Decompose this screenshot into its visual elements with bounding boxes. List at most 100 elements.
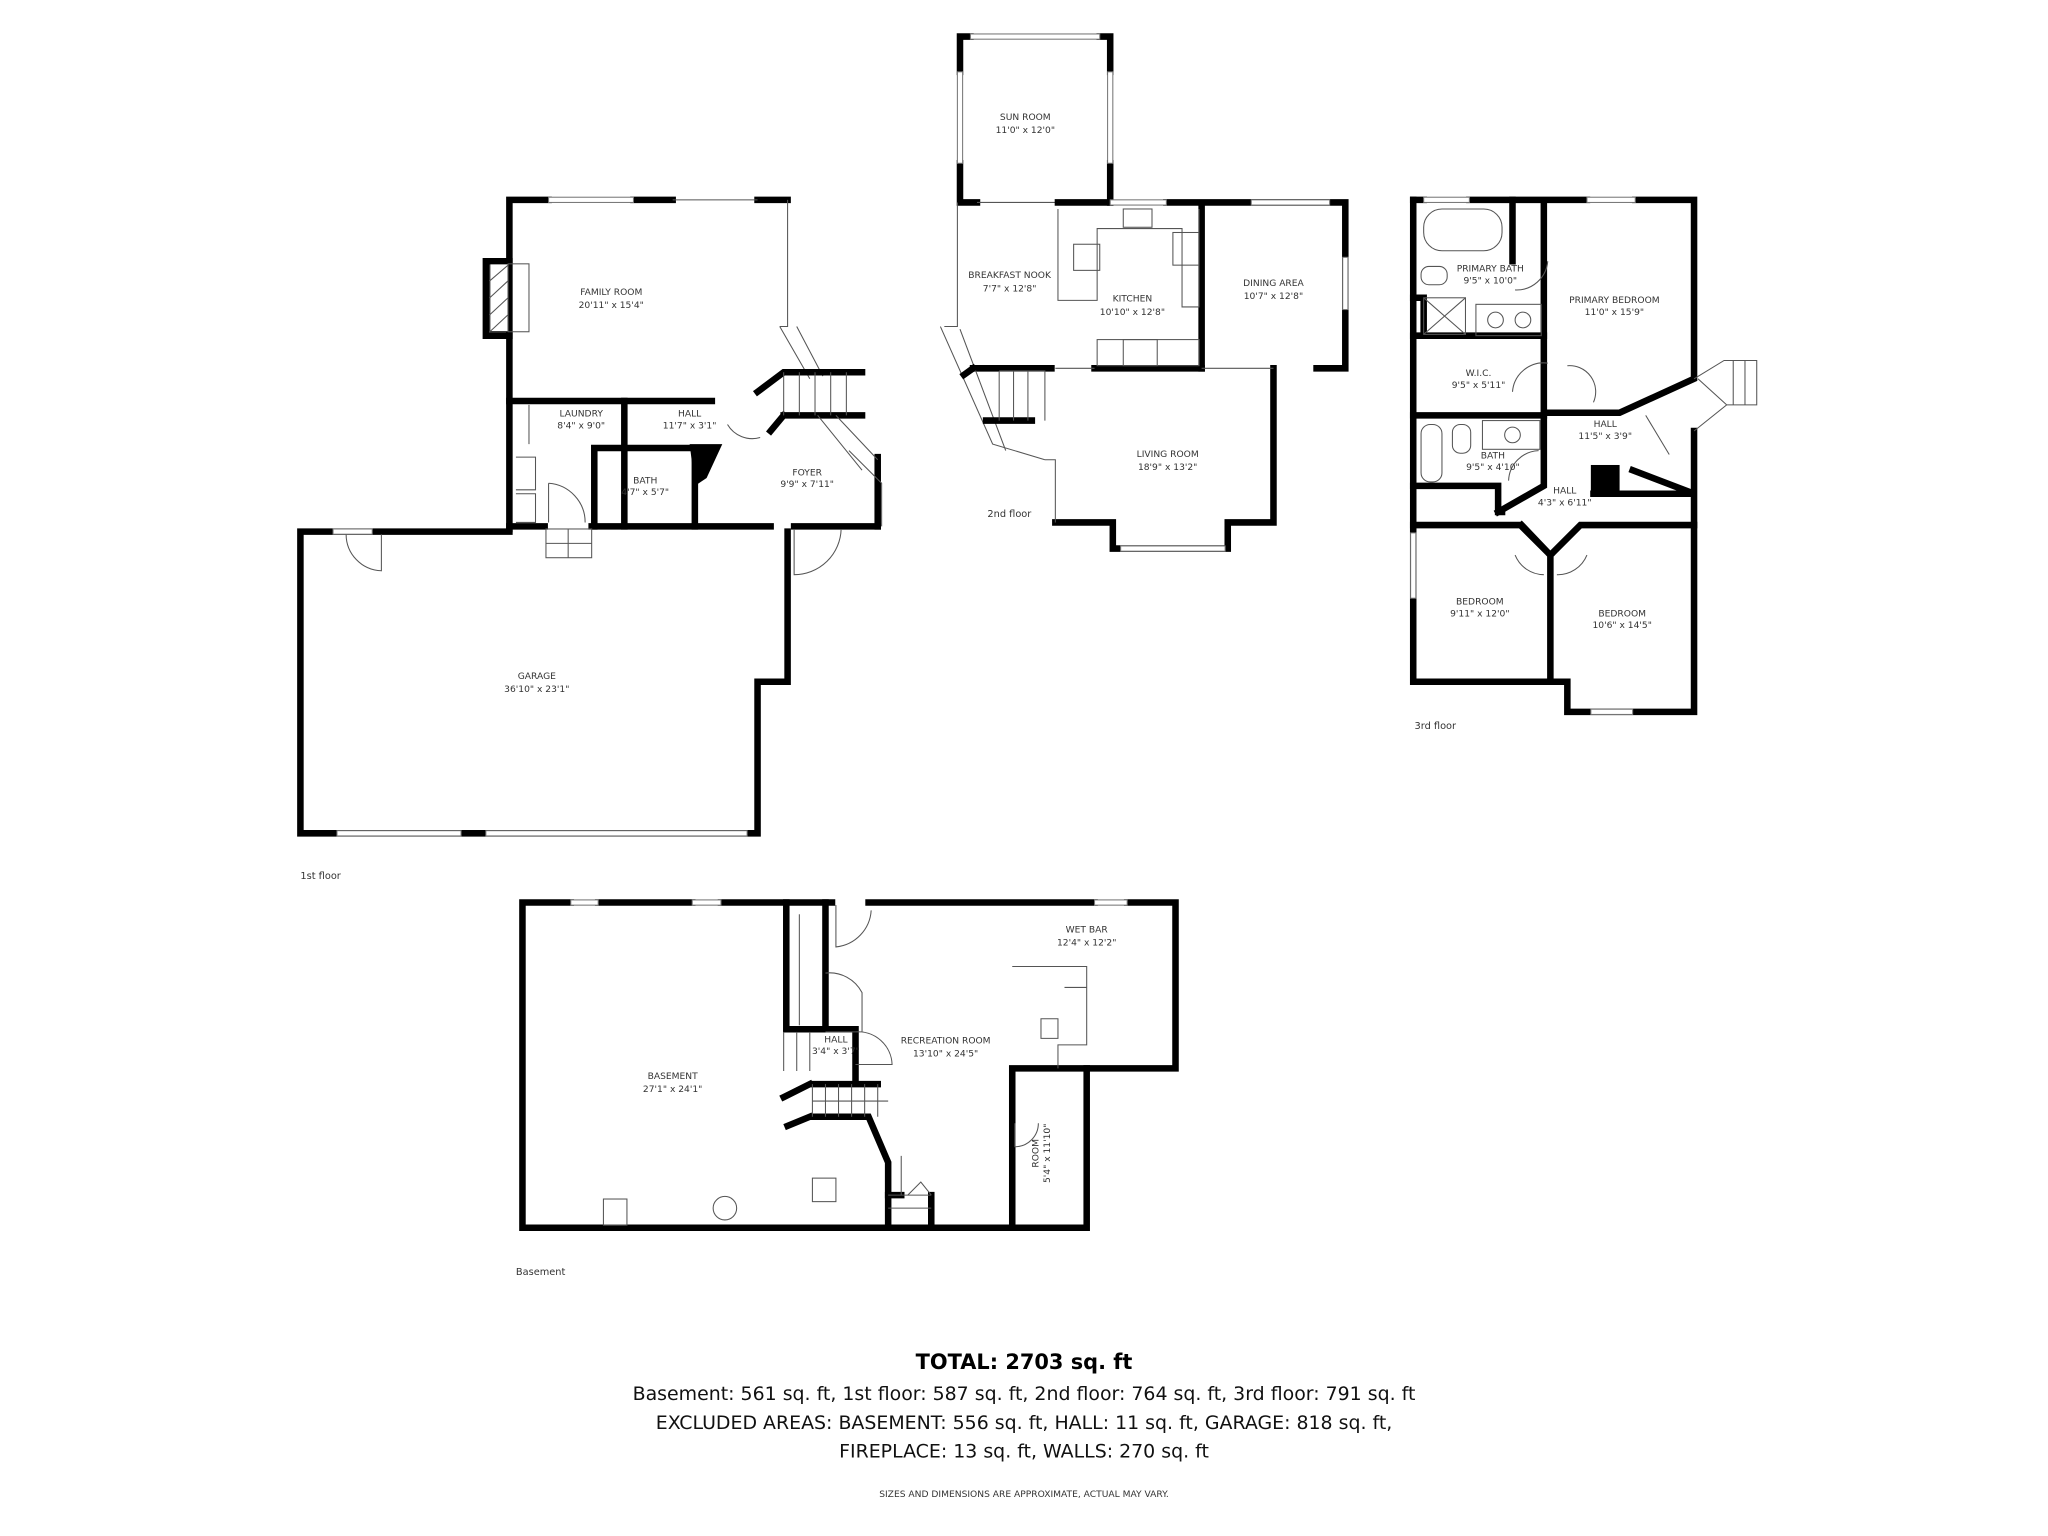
- room-dimensions: 4'3" x 6'11": [1538, 498, 1592, 508]
- room-dimensions: 11'5" x 3'9": [1578, 432, 1632, 442]
- room-label-room: ROOM 5'4" x 11'10": [1031, 1124, 1053, 1183]
- room-label-garage: GARAGE 36'10" x 23'1": [504, 672, 569, 695]
- room-name: FAMILY ROOM: [580, 288, 642, 298]
- room-dimensions: 11'0" x 12'0": [996, 126, 1055, 136]
- floor-2nd: SUN ROOM 11'0" x 12'0" BREAKFAST NOOK 7'…: [939, 33, 1349, 552]
- room-name: RECREATION ROOM: [901, 1037, 991, 1047]
- disclaimer: SIZES AND DIMENSIONS ARE APPROXIMATE, AC…: [879, 1490, 1169, 1500]
- area-summary: TOTAL: 2703 sq. ft Basement: 561 sq. ft,…: [633, 1350, 1416, 1500]
- room-dimensions: 5'4" x 11'10": [1043, 1124, 1053, 1183]
- total-area: TOTAL: 2703 sq. ft: [916, 1350, 1133, 1374]
- room-dimensions: 9'9" x 7'11": [780, 480, 834, 490]
- room-name: BATH: [633, 476, 657, 486]
- room-label-bath: BATH 9'5" x 4'10": [1466, 451, 1520, 473]
- room-name: LAUNDRY: [560, 410, 604, 420]
- room-dimensions: 18'9" x 13'2": [1138, 463, 1197, 473]
- room-dimensions: 20'11" x 15'4": [579, 301, 644, 311]
- room-label-primary-bedroom: PRIMARY BEDROOM 11'0" x 15'9": [1569, 296, 1660, 318]
- room-dimensions: 12'4" x 12'2": [1057, 939, 1116, 949]
- bathroom-fixtures: [1420, 208, 1542, 483]
- room-dimensions: 27'1" x 24'1": [643, 1085, 702, 1095]
- room-dimensions: 8'4" x 9'0": [557, 421, 605, 431]
- room-label-bedroom-2: BEDROOM 10'6" x 14'5": [1592, 609, 1651, 631]
- room-dimensions: 10'7" x 12'8": [1244, 292, 1303, 302]
- room-dimensions: 10'10" x 12'8": [1100, 308, 1165, 318]
- room-label-breakfast-nook: BREAKFAST NOOK 7'7" x 12'8": [968, 271, 1052, 294]
- room-dimensions: 9'5" x 10'0": [1463, 276, 1517, 286]
- room-label-basement: BASEMENT 27'1" x 24'1": [643, 1072, 702, 1095]
- room-name: HALL: [678, 410, 702, 420]
- room-label-bedroom-1: BEDROOM 9'11" x 12'0": [1450, 598, 1509, 620]
- room-label-kitchen: KITCHEN 10'10" x 12'8": [1100, 295, 1165, 318]
- room-name: HALL: [824, 1035, 848, 1045]
- walls-2nd-floor: [939, 33, 1349, 552]
- room-label-family-room: FAMILY ROOM 20'11" x 15'4": [579, 288, 644, 311]
- room-label-wet-bar: WET BAR 12'4" x 12'2": [1057, 926, 1116, 949]
- staircase-icon: [783, 914, 889, 1117]
- floor-label: 3rd floor: [1415, 721, 1458, 732]
- room-label-foyer: FOYER 9'9" x 7'11": [780, 468, 834, 490]
- room-name: LIVING ROOM: [1137, 450, 1199, 460]
- room-name: PRIMARY BATH: [1457, 265, 1524, 275]
- room-name: PRIMARY BEDROOM: [1569, 296, 1660, 306]
- room-label-laundry: LAUNDRY 8'4" x 9'0": [557, 410, 605, 432]
- room-label-dining-area: DINING AREA 10'7" x 12'8": [1243, 279, 1304, 302]
- room-label-hall: HALL 3'4" x 3'7": [812, 1035, 860, 1057]
- room-name: HALL: [1594, 420, 1618, 430]
- floor-basement: BASEMENT 27'1" x 24'1" HALL 3'4" x 3'7" …: [516, 899, 1179, 1278]
- room-dimensions: 10'6" x 14'5": [1592, 621, 1651, 631]
- floor-label: 1st floor: [300, 871, 341, 882]
- room-name: DINING AREA: [1243, 279, 1304, 289]
- room-label-wic: W.I.C. 9'5" x 5'11": [1452, 369, 1506, 391]
- room-name: SUN ROOM: [1000, 113, 1051, 123]
- room-name: KITCHEN: [1113, 295, 1153, 305]
- room-dimensions: 13'10" x 24'5": [913, 1050, 978, 1060]
- room-name: HALL: [1553, 487, 1577, 497]
- staircase-icon: [939, 326, 1046, 461]
- kitchen-fixtures: [1057, 208, 1200, 367]
- excluded-areas-line-2: FIREPLACE: 13 sq. ft, WALLS: 270 sq. ft: [839, 1441, 1209, 1463]
- room-label-primary-bath: PRIMARY BATH 9'5" x 10'0": [1457, 265, 1524, 287]
- room-label-hall-upper: HALL 11'5" x 3'9": [1578, 420, 1632, 442]
- room-label-bath: BATH 4'7" x 5'7": [621, 476, 669, 498]
- room-dimensions: 11'7" x 3'1": [663, 421, 717, 431]
- room-dimensions: 9'5" x 4'10": [1466, 463, 1520, 473]
- room-name: GARAGE: [518, 672, 556, 682]
- room-dimensions: 7'7" x 12'8": [983, 284, 1037, 294]
- room-name: WET BAR: [1066, 926, 1109, 936]
- fireplace-icon: [489, 263, 530, 333]
- room-name: BASEMENT: [648, 1072, 699, 1082]
- staircase-icon: [752, 368, 879, 471]
- staircase-icon: [1645, 359, 1758, 455]
- room-dimensions: 9'5" x 5'11": [1452, 381, 1506, 391]
- room-dimensions: 4'7" x 5'7": [621, 488, 669, 498]
- walls-3rd-floor: [1409, 196, 1758, 716]
- door-step-icon: [545, 528, 593, 559]
- walls-1st-floor: [297, 196, 883, 837]
- water-heater-icon: [712, 1195, 738, 1221]
- floor-areas: Basement: 561 sq. ft, 1st floor: 587 sq.…: [633, 1383, 1416, 1405]
- room-dimensions: 3'4" x 3'7": [812, 1047, 860, 1057]
- room-name: ROOM: [1031, 1139, 1041, 1168]
- room-name: BATH: [1481, 451, 1505, 461]
- floor-label: Basement: [516, 1267, 566, 1278]
- room-name: BREAKFAST NOOK: [968, 271, 1052, 281]
- room-dimensions: 9'11" x 12'0": [1450, 609, 1509, 619]
- floor-3rd: PRIMARY BATH 9'5" x 10'0" PRIMARY BEDROO…: [1409, 196, 1758, 732]
- room-label-living-room: LIVING ROOM 18'9" x 13'2": [1137, 450, 1199, 473]
- room-name: W.I.C.: [1466, 369, 1492, 379]
- room-name: FOYER: [792, 468, 822, 478]
- room-dimensions: 11'0" x 15'9": [1585, 308, 1644, 318]
- room-label-hall-lower: HALL 4'3" x 6'11": [1538, 487, 1592, 509]
- room-label-recreation-room: RECREATION ROOM 13'10" x 24'5": [901, 1037, 991, 1060]
- room-label-sun-room: SUN ROOM 11'0" x 12'0": [996, 113, 1055, 136]
- floor-label: 2nd floor: [987, 509, 1032, 520]
- floor-1st: FAMILY ROOM 20'11" x 15'4" LAUNDRY 8'4" …: [297, 196, 883, 882]
- room-name: BEDROOM: [1456, 598, 1504, 608]
- walls-basement: [519, 899, 1179, 1232]
- room-name: BEDROOM: [1598, 609, 1646, 619]
- room-label-hall: HALL 11'7" x 3'1": [663, 410, 717, 432]
- excluded-areas-line-1: EXCLUDED AREAS: BASEMENT: 556 sq. ft, HA…: [656, 1412, 1393, 1434]
- room-dimensions: 36'10" x 23'1": [504, 685, 569, 695]
